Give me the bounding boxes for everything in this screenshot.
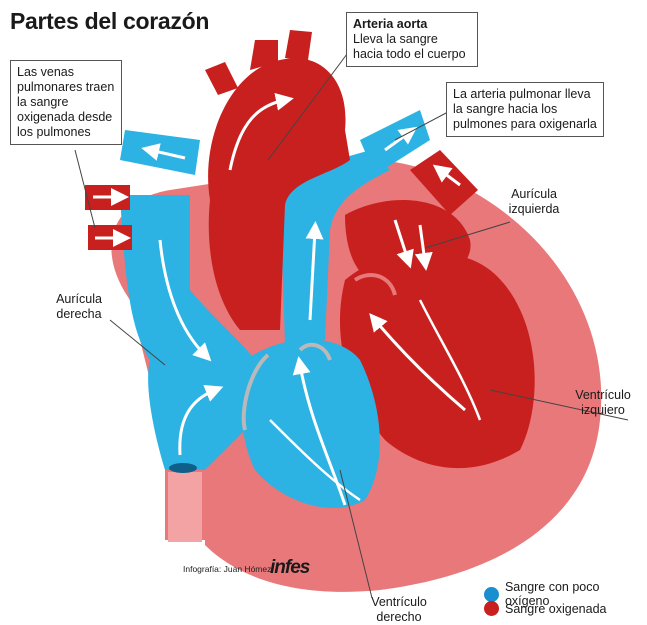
- callout-pulmonary-veins: Las venas pulmonares traen la sangre oxi…: [10, 60, 122, 145]
- label-left-ventricle: Ventrículo izquiero: [575, 388, 631, 417]
- label-right-ventricle: Ventrículo derecho: [371, 595, 427, 624]
- legend-label-low-oxygen: Sangre con poco oxígeno: [504, 580, 600, 608]
- legend-blue-dot: [484, 586, 499, 602]
- label-left-atrium: Aurícula izquierda: [508, 187, 560, 216]
- right-ventricle: [241, 339, 380, 509]
- legend-red-dot: [484, 601, 499, 616]
- pulmonary-trunk: [280, 150, 390, 345]
- page-title: Partes del corazón: [10, 8, 210, 34]
- left-ventricle: [339, 251, 535, 469]
- callout-aorta-title: Arteria aorta: [353, 17, 428, 31]
- callout-aorta: Arteria aorta Lleva la sangre hacia todo…: [346, 12, 478, 67]
- left-atrium: [345, 200, 471, 291]
- legend-item-oxygenated: Sangre oxigenada: [484, 601, 606, 616]
- aorta-branches: [205, 30, 312, 95]
- infes-logo: infes: [270, 557, 310, 578]
- callout-aorta-text: Lleva la sangre hacia todo el cuerpo: [353, 32, 466, 61]
- legend-item-low-oxygen: Sangre con poco oxígeno: [484, 580, 647, 608]
- callout-pulmonary-artery: La arteria pulmonar lleva la sangre haci…: [446, 82, 604, 137]
- infographic-credit: Infografía: Juan Hómez: [183, 564, 272, 574]
- callout-pulmonary-artery-text: La arteria pulmonar lleva la sangre haci…: [453, 87, 597, 131]
- legend-label-oxygenated: Sangre oxigenada: [505, 601, 607, 616]
- label-right-atrium: Aurícula derecha: [56, 292, 102, 321]
- aorta: [208, 58, 350, 330]
- callout-pulmonary-veins-text: Las venas pulmonares traen la sangre oxi…: [17, 65, 115, 139]
